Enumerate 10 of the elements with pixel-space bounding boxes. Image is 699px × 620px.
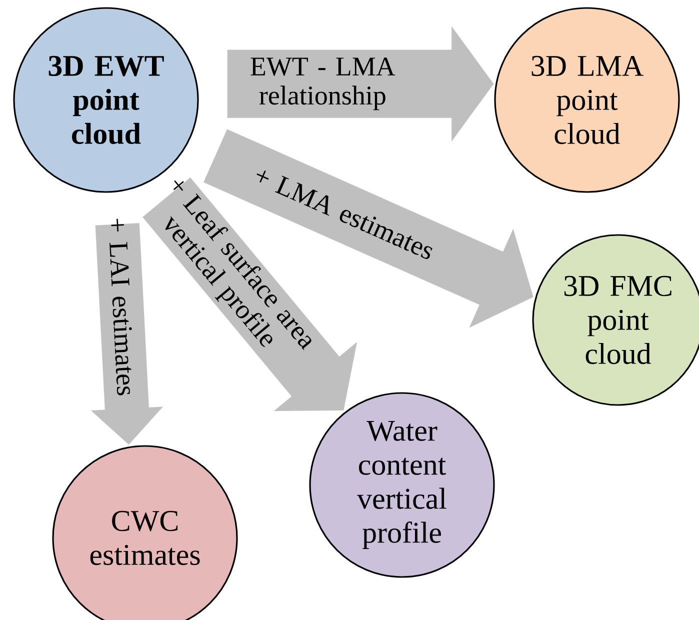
block-arrow [90, 223, 163, 445]
edge-label: EWT - LMA relationship [250, 58, 396, 110]
circle-node: Water content vertical profile [309, 392, 495, 578]
block-arrow [227, 26, 494, 142]
block-arrow [204, 129, 534, 328]
edge-label: + LAI estimates [110, 218, 132, 396]
circle-node: CWC estimates [52, 445, 238, 620]
circle-node: 3D LMA point cloud [494, 7, 680, 193]
circle-node: 3D FMC point cloud [532, 234, 699, 406]
block-arrow [142, 177, 358, 412]
